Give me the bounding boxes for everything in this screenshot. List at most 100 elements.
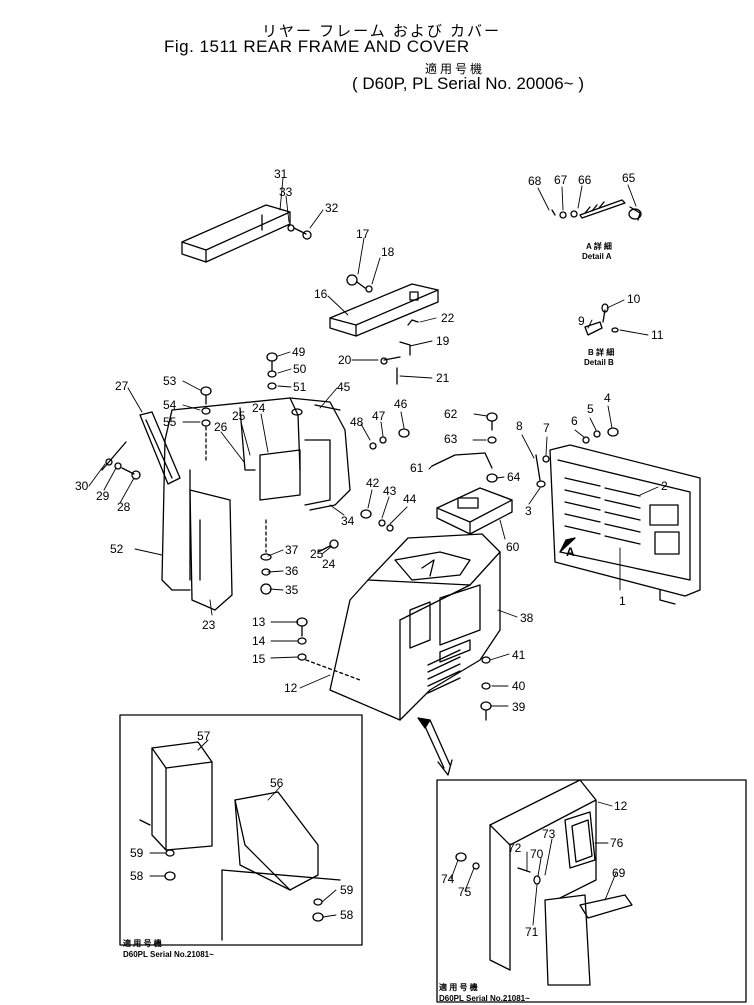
callout-59b: 59: [340, 883, 354, 897]
part-17-bolt: [346, 274, 366, 289]
part-19-clip: [399, 341, 411, 356]
inset-left-jp: 適 用 号 機: [123, 938, 162, 948]
callout-53: 53: [163, 374, 177, 388]
detail-b: [584, 303, 619, 336]
detail-a: [551, 199, 642, 221]
detail-a-jp: A 詳 細: [586, 241, 612, 251]
callout-12: 12: [284, 681, 298, 695]
callout-62: 62: [444, 407, 458, 421]
leader-lines: [88, 177, 659, 926]
callout-73: 73: [542, 827, 556, 841]
callout-60: 60: [506, 540, 520, 554]
callout-9: 9: [578, 314, 585, 328]
callout-24: 24: [252, 401, 266, 415]
callout-54: 54: [163, 398, 177, 412]
callout-76: 76: [610, 836, 624, 850]
part-23-lower-cover: [189, 489, 233, 611]
callout-51: 51: [293, 380, 307, 394]
callout-34: 34: [341, 514, 355, 528]
callout-10: 10: [627, 292, 641, 306]
callout-14: 14: [252, 634, 266, 648]
callout-15: 15: [252, 652, 266, 666]
part-2-grille-panel: [549, 444, 701, 605]
callout-33: 33: [279, 185, 293, 199]
callout-75: 75: [458, 885, 472, 899]
callout-4: 4: [604, 391, 611, 405]
callout-47: 47: [372, 409, 386, 423]
callout-44: 44: [403, 492, 417, 506]
callout-3: 3: [525, 504, 532, 518]
parts-42-44-bolts: [360, 509, 394, 532]
callout-70: 70: [530, 847, 544, 861]
parts-28-30-bolts: [101, 441, 141, 480]
detail-b-jp: B 詳 細: [588, 347, 614, 357]
callout-43: 43: [383, 484, 397, 498]
part-1-arrow: [559, 537, 576, 553]
callout-21: 21: [436, 371, 450, 385]
callout-25b: 25: [310, 547, 324, 561]
parts-39-41-bolts: [480, 656, 492, 721]
callout-67: 67: [554, 173, 568, 187]
parts-49-51-bolts: [266, 352, 278, 390]
callout-27: 27: [115, 379, 129, 393]
part-16-plate: [329, 283, 439, 337]
callout-20: 20: [338, 353, 352, 367]
callout-5: 5: [587, 402, 594, 416]
callout-69: 69: [612, 866, 626, 880]
parts-35-37-bolts: [260, 519, 272, 595]
callout-63: 63: [444, 432, 458, 446]
callout-48: 48: [350, 415, 364, 429]
detail-b-en: Detail B: [584, 358, 614, 367]
parts-24-25-bolts: [317, 539, 339, 553]
callout-49: 49: [292, 345, 306, 359]
callout-19: 19: [436, 334, 450, 348]
callout-74: 74: [441, 872, 455, 886]
callout-52: 52: [110, 542, 124, 556]
parts-46-48-bolts: [369, 428, 410, 450]
applicability-japanese: 適用号機: [425, 62, 486, 76]
callout-40: 40: [512, 679, 526, 693]
callout-7: 7: [543, 421, 550, 435]
callout-24b: 24: [322, 557, 336, 571]
callout-28: 28: [117, 500, 131, 514]
callout-41: 41: [512, 648, 526, 662]
part-12-grille-vents: [427, 639, 471, 694]
parts-53-55-bolts: [200, 386, 212, 461]
inset-left: [119, 714, 363, 946]
part-18-washer: [365, 285, 373, 293]
callout-25: 25: [232, 409, 246, 423]
callout-32: 32: [325, 201, 339, 215]
callout-66: 66: [578, 173, 592, 187]
callout-58: 58: [130, 869, 144, 883]
parts-3-8: [535, 427, 619, 488]
callout-22: 22: [441, 311, 455, 325]
callout-61: 61: [410, 461, 424, 475]
callout-56: 56: [270, 776, 284, 790]
inset-left-serial: D60PL Serial No.21081~: [123, 950, 214, 959]
part-33-washer: [287, 224, 295, 232]
callout-12b: 12: [614, 799, 628, 813]
callout-23: 23: [202, 618, 216, 632]
callout-8: 8: [516, 419, 523, 433]
parts-62-64: [486, 412, 498, 483]
part-38-center-cover: [329, 533, 501, 721]
callout-64: 64: [507, 470, 521, 484]
callout-35: 35: [285, 583, 299, 597]
part-31-bracket: [181, 204, 291, 263]
callout-39: 39: [512, 700, 526, 714]
inset-right-jp: 適 用 号 機: [439, 982, 478, 992]
detail-a-en: Detail A: [582, 252, 612, 261]
arrow-to-inset: [417, 717, 453, 776]
callouts: 31 33 32 17 18 16 22 19 20 21 49 50 51 4…: [75, 167, 668, 939]
callout-57: 57: [197, 729, 211, 743]
callout-38: 38: [520, 611, 534, 625]
callout-59: 59: [130, 846, 144, 860]
callout-29: 29: [96, 489, 110, 503]
callout-71: 71: [525, 925, 539, 939]
callout-18: 18: [381, 245, 395, 259]
figure-title: Fig. 1511 REAR FRAME AND COVER: [164, 37, 470, 56]
callout-72: 72: [508, 841, 522, 855]
callout-45: 45: [337, 380, 351, 394]
part-61-handle: [431, 452, 493, 469]
